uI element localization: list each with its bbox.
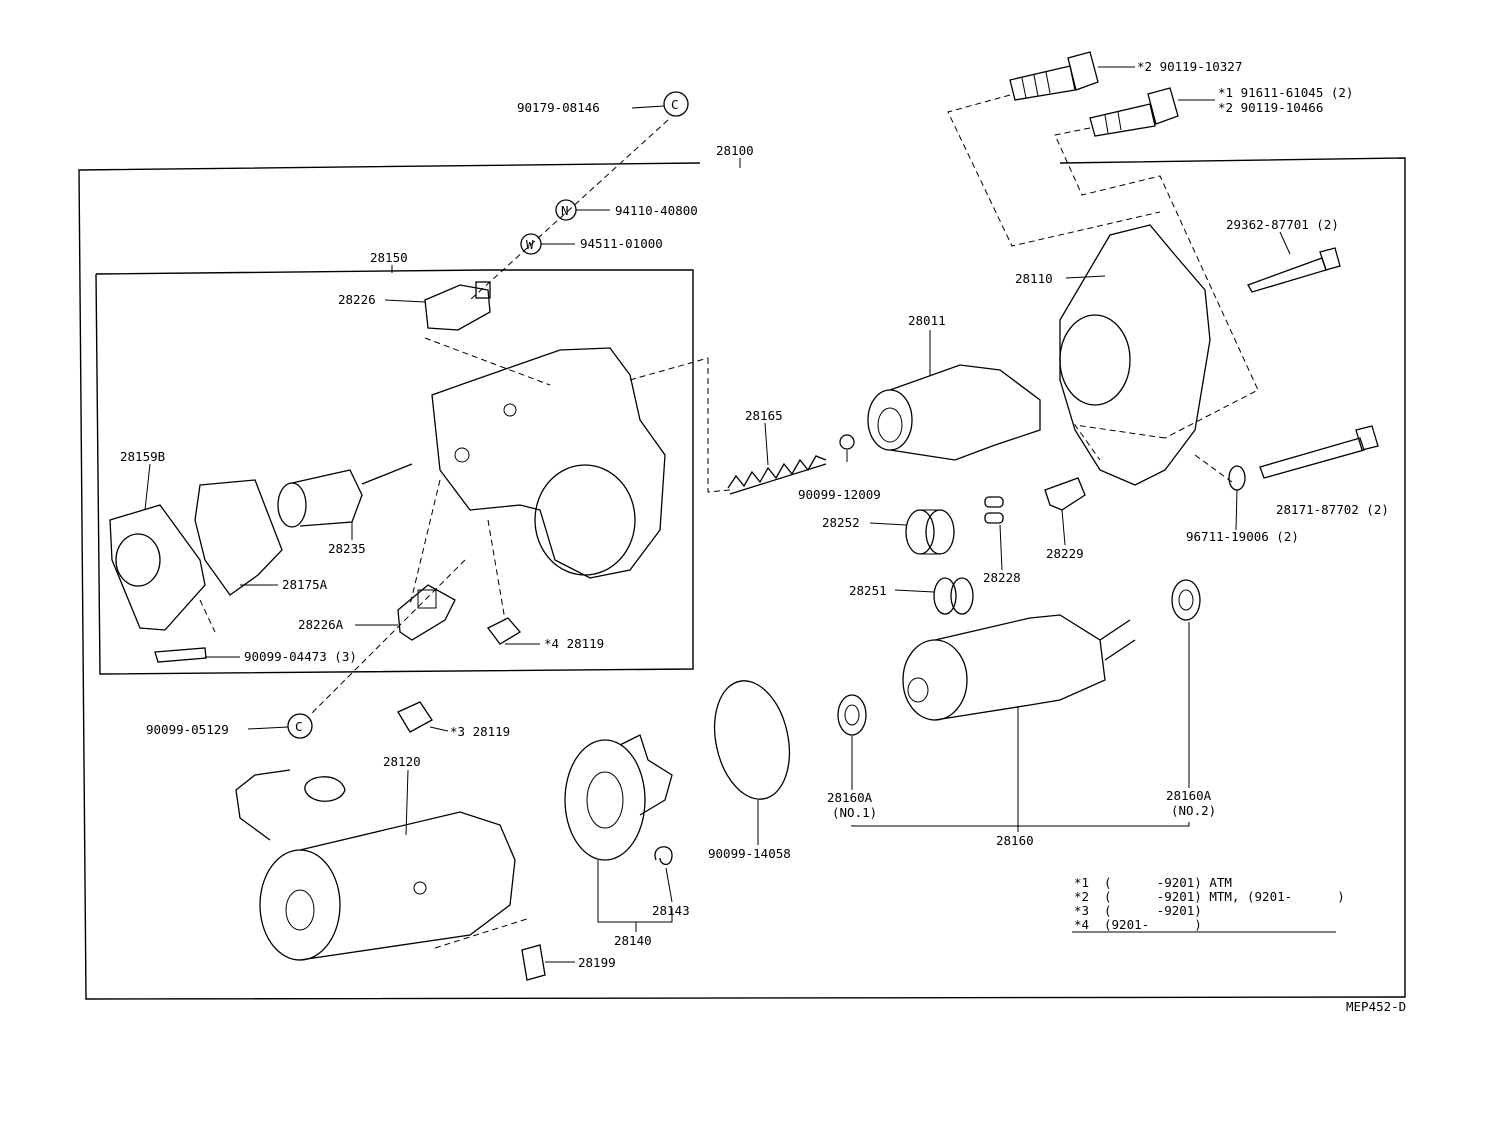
note-mark-3: *3: [1074, 903, 1089, 918]
label-pinion-gear: 28251: [849, 583, 887, 598]
plunger: [277, 463, 413, 528]
label-through-bolt: 28171-87702 (2): [1276, 502, 1389, 517]
label-armature: 28160: [996, 833, 1034, 848]
label-spring: 28165: [745, 408, 783, 423]
label-nut: 94110-40800: [615, 203, 698, 218]
cover: [109, 504, 206, 631]
label-bearing-2a: 28160A: [1166, 788, 1212, 803]
cap-lower-icon: C: [287, 713, 313, 739]
label-cap-lower: 90099-05129: [146, 722, 229, 737]
label-holder: 28229: [1046, 546, 1084, 561]
label-idle-gear: 28252: [822, 515, 860, 530]
pinion-gear: [933, 577, 974, 615]
svg-text:C: C: [295, 719, 303, 734]
label-switch-terminal: 28226: [338, 292, 376, 307]
grommet: [521, 944, 546, 981]
cover-bolt: [154, 647, 207, 663]
note-text-3: ( -9201): [1104, 903, 1202, 918]
label-screw-4: *4 28119: [544, 636, 604, 651]
svg-text:C: C: [671, 97, 679, 112]
label-bolt-a: *2 90119-10327: [1137, 59, 1242, 74]
label-cap-top: 90179-08146: [517, 100, 600, 115]
label-gasket: 28175A: [282, 577, 328, 592]
brush-holder: [564, 734, 673, 861]
notes-legend: *1 ( -9201) ATM *2 ( -9201) MTM, (9201- …: [1072, 875, 1345, 933]
label-retainer: 28228: [983, 570, 1021, 585]
gasket: [194, 479, 283, 596]
label-bearing-1b: (NO.1): [832, 805, 877, 820]
through-bolt: [1259, 425, 1379, 479]
diagram-code: MEP452-D: [1346, 999, 1406, 1014]
leader-lines: [144, 66, 1291, 963]
o-ring: [713, 680, 791, 800]
screw-4: [487, 617, 521, 645]
bearing-no2: [1171, 579, 1201, 621]
label-bearing-1a: 28160A: [827, 790, 873, 805]
label-plunger: 28235: [328, 541, 366, 556]
brush-spring: [654, 846, 673, 866]
clutch: [867, 364, 1041, 461]
retainer: [984, 496, 1004, 524]
label-grommet: 28199: [578, 955, 616, 970]
idle-gear: [905, 509, 955, 555]
solenoid-housing: [431, 347, 666, 579]
bolt-top-1: [1009, 51, 1099, 101]
bolt-top-2: [1089, 87, 1179, 137]
cap-top-icon: C: [663, 91, 689, 117]
label-yoke: 28120: [383, 754, 421, 769]
inner-frame-28150: [95, 269, 694, 675]
note-text-1: ( -9201) ATM: [1104, 875, 1232, 890]
label-bolt-b-2: *2 90119-10466: [1218, 100, 1323, 115]
label-small-washer: 96711-19006 (2): [1186, 529, 1299, 544]
nut-icon: N: [555, 199, 577, 221]
drive-housing: [1059, 224, 1211, 486]
label-bolt-b-1: *1 91611-61045 (2): [1218, 85, 1353, 100]
label-clutch: 28011: [908, 313, 946, 328]
label-cover: 28159B: [120, 449, 165, 464]
armature: [902, 614, 1136, 721]
note-text-4: (9201- ): [1104, 917, 1202, 932]
label-brush-holder: 28140: [614, 933, 652, 948]
note-mark-1: *1: [1074, 875, 1089, 890]
svg-text:W: W: [526, 237, 534, 252]
label-cover-bolt: 90099-04473 (3): [244, 649, 357, 664]
note-text-2: ( -9201) MTM, (9201- ): [1104, 889, 1345, 904]
housing-bolt: [1247, 247, 1341, 293]
svg-text:N: N: [561, 203, 569, 218]
assembly-frames: [78, 157, 1406, 1000]
bearing-no1: [837, 694, 867, 736]
dashed-guides: [199, 94, 1259, 949]
holder-28229: [1044, 477, 1086, 511]
terminal-28226a: [397, 584, 456, 641]
label-assembly: 28100: [716, 143, 754, 158]
yoke: [235, 769, 516, 961]
outer-frame-28100: [78, 157, 1406, 1000]
label-washer: 94511-01000: [580, 236, 663, 251]
screw-3: [397, 701, 433, 733]
label-terminal-a: 28226A: [298, 617, 344, 632]
ball: [839, 434, 855, 450]
label-subassembly: 28150: [370, 250, 408, 265]
label-brush-spring: 28143: [652, 903, 690, 918]
label-drive-housing: 28110: [1015, 271, 1053, 286]
parts-drawings: C N W: [109, 51, 1379, 981]
switch-terminal: [424, 281, 491, 331]
washer-icon: W: [520, 233, 542, 255]
note-mark-2: *2: [1074, 889, 1089, 904]
label-housing-bolt: 29362-87701 (2): [1226, 217, 1339, 232]
label-o-ring: 90099-14058: [708, 846, 791, 861]
small-washer: [1228, 465, 1246, 491]
label-ball: 90099-12009: [798, 487, 881, 502]
part-labels: 90179-08146 94110-40800 94511-01000 *2 9…: [120, 59, 1389, 970]
spring: [727, 455, 827, 495]
note-mark-4: *4: [1074, 917, 1089, 932]
label-screw-3: *3 28119: [450, 724, 510, 739]
label-bearing-2b: (NO.2): [1171, 803, 1216, 818]
